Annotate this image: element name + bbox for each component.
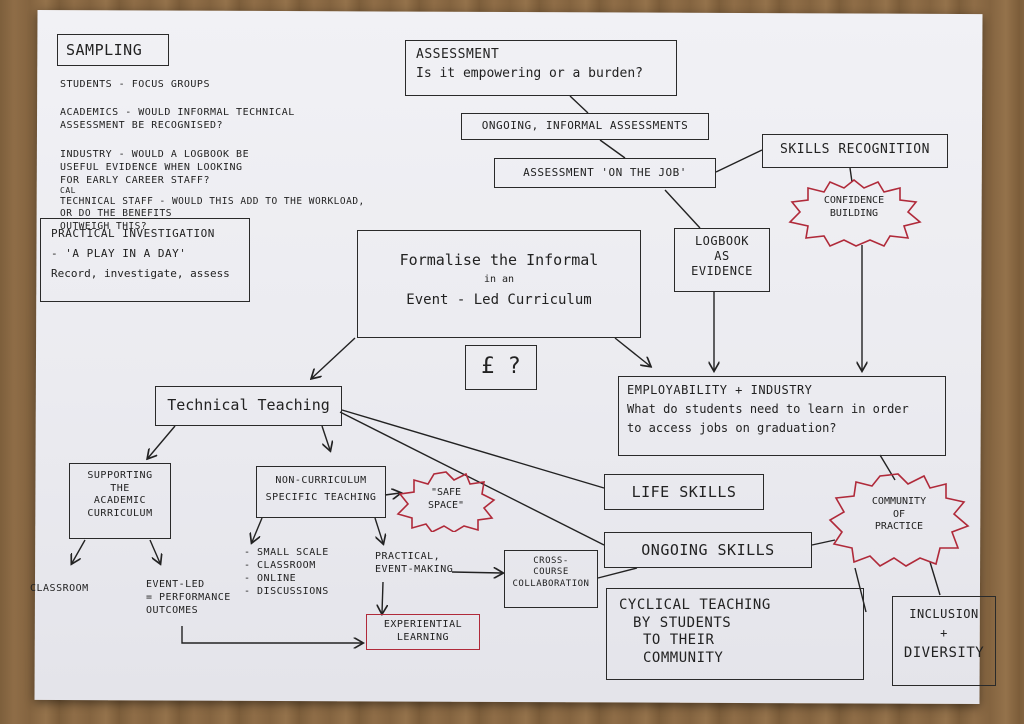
practical-event-label: Practical, event-making [375,551,454,575]
logbook-box: Logbook as evidence [674,228,770,292]
ongoing-skills-box: Ongoing skills [604,532,812,568]
assessment-box: Assessment Is it empowering or a burden? [405,40,677,96]
inclusion-line-1: Inclusion [909,607,979,621]
on-the-job-label: Assessment 'on the job' [523,166,687,179]
experiential-line-2: learning [396,631,450,643]
technical-teaching-label: Technical Teaching [167,396,330,414]
money-label: £ ? [481,354,521,379]
cyclical-line-1: Cyclical teaching [619,597,771,613]
employability-question-2: to access jobs on graduation? [627,421,837,435]
cross-course-line-1: Cross- [533,556,569,566]
confidence-line-2: building [829,207,879,219]
inclusion-diversity-box: Inclusion + Diversity [892,596,996,686]
sampling-technical-prefix: cal [60,186,76,195]
community-line-1: Community [871,496,927,507]
technical-teaching-box: Technical Teaching [155,386,342,426]
ongoing-skills-label: Ongoing skills [641,541,775,559]
sampling-title: Sampling [66,41,143,59]
cyclical-teaching-box: Cyclical teaching by students to their c… [606,588,864,680]
confidence-building-label: Confidence building [800,195,908,220]
sampling-industry: Industry - Would a logbook be useful evi… [60,149,250,186]
sampling-technical: Technical staff - Would this add to the … [60,196,365,232]
supporting-line-1: Supporting [87,470,153,481]
safe-space-label: "Safe space" [410,487,482,512]
skills-recognition-label: Skills recognition [780,142,930,157]
logbook-line-2: as [714,249,730,263]
safe-space-star [396,471,496,532]
skills-recognition-box: Skills recognition [762,134,948,168]
confidence-building-star [788,178,922,248]
money-box: £ ? [465,345,537,390]
community-of-practice-star [828,473,970,567]
assessment-question: Is it empowering or a burden? [416,66,643,82]
classroom-label: Classroom [30,583,89,594]
assessment-title: Assessment [416,47,500,62]
safe-space-line-1: "Safe [430,487,462,498]
employability-question-1: What do students need to learn in order [627,402,909,416]
community-line-3: practice [874,521,924,532]
sampling-students: Students - Focus groups [60,79,210,90]
sampling-title-box: Sampling [57,34,169,66]
community-of-practice-label: Community of practice [848,496,950,534]
cyclical-line-2: by students [633,614,732,631]
experiential-line-1: Experiential [383,619,463,630]
on-the-job-box: Assessment 'on the job' [494,158,716,188]
non-curriculum-line-2: specific teaching [265,491,377,503]
ongoing-informal-label: Ongoing, informal assessments [481,119,689,132]
central-subtitle: Event - Led Curriculum [406,292,592,309]
non-curriculum-line-1: Non-curriculum [275,475,367,486]
supporting-line-4: curriculum [87,507,153,519]
life-skills-label: Life skills [631,483,737,501]
safe-space-line-2: space" [427,499,465,511]
supporting-line-2: the [110,482,130,494]
small-scale-list: - Small scale - Classroom - Online - Dis… [244,547,329,597]
cross-course-box: Cross- course collaboration [504,550,598,608]
inclusion-line-3: Diversity [903,645,985,661]
cross-course-line-3: collaboration [512,578,590,589]
employability-title: Employability + Industry [627,383,813,397]
cross-course-line-2: course [533,567,569,578]
confidence-line-1: Confidence [823,195,885,206]
central-connector: in an [483,273,515,285]
community-line-2: of [892,508,906,520]
event-led-label: Event-led = performance outcomes [146,579,231,616]
experiential-learning-box: Experiential learning [366,614,480,650]
logbook-line-1: Logbook [694,234,750,248]
supporting-curriculum-box: Supporting the academic curriculum [69,463,171,539]
central-box: Formalise the Informal in an Event - Led… [357,230,641,338]
life-skills-box: Life skills [604,474,764,510]
practical-investigation-box: Practical Investigation - 'A play in a d… [40,218,250,302]
non-curriculum-box: Non-curriculum specific teaching [256,466,386,518]
sampling-academics: Academics - Would informal technical ass… [60,107,295,131]
central-title: Formalise the Informal [399,251,599,269]
cyclical-line-4: community [643,649,724,666]
ongoing-informal-box: Ongoing, informal assessments [461,113,709,140]
practical-title: Practical Investigation [51,227,215,240]
inclusion-line-2: + [940,626,948,640]
supporting-line-3: academic [93,495,147,506]
logbook-line-3: evidence [691,264,753,278]
practical-subtitle: - 'A play in a day' [51,246,187,260]
practical-detail: Record, investigate, assess [51,266,230,280]
employability-box: Employability + Industry What do student… [618,376,946,456]
cyclical-line-3: to their [643,632,715,648]
